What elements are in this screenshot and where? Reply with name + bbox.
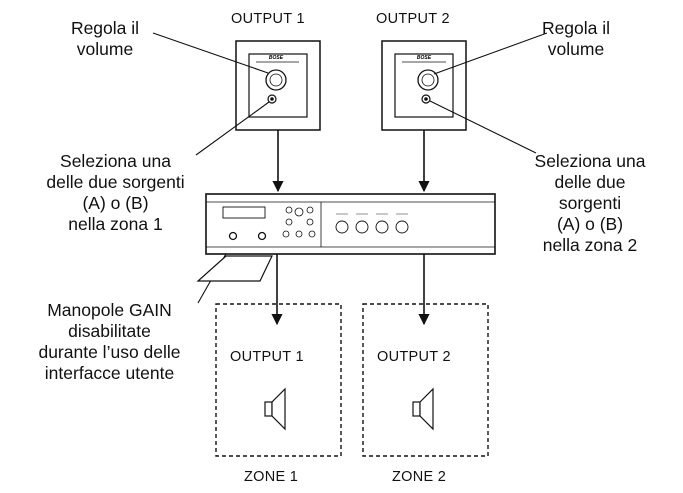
- leader-lines: [152, 32, 548, 304]
- zone-2-name: ZONE 2: [392, 469, 447, 485]
- output-knob-2[interactable]: [355, 220, 369, 234]
- zone-1-name: ZONE 1: [244, 469, 299, 485]
- adjust-right-line2: volume: [547, 39, 605, 59]
- gain-line1: Manopole GAIN: [47, 300, 172, 320]
- zone-1-output-label: OUTPUT 1: [230, 349, 304, 365]
- adjust-volume-label-left: Regola il volume: [50, 18, 160, 60]
- gain-line3: durante l’uso delle: [38, 342, 181, 362]
- adjust-left-line2: volume: [76, 39, 134, 59]
- gain-line4: interfacce utente: [44, 363, 175, 383]
- select-left-line2: delle due sorgenti: [46, 172, 185, 192]
- wall-control-panel-2: BOSE: [381, 40, 467, 131]
- adjust-left-line1: Regola il: [70, 18, 140, 38]
- gain-knob-2[interactable]: [257, 231, 267, 241]
- amplifier-unit: [196, 193, 496, 282]
- select-source-label-left: Seleziona una delle due sorgenti (A) o (…: [18, 151, 213, 235]
- gain-line2: disabilitate: [68, 321, 151, 341]
- zone-2-output-label: OUTPUT 2: [377, 349, 451, 365]
- volume-knob-1[interactable]: [265, 69, 287, 91]
- select-right-line4: (A) o (B): [556, 214, 624, 234]
- brand-logo-1: BOSE: [269, 55, 284, 61]
- output-knob-4[interactable]: [395, 220, 409, 234]
- adjust-right-line1: Regola il: [541, 18, 611, 38]
- select-left-line1: Seleziona una: [60, 151, 171, 171]
- zone-1-box: [215, 303, 342, 457]
- zone-2-box: [362, 303, 489, 457]
- output-knob-1[interactable]: [335, 220, 349, 234]
- select-left-line4: nella zona 1: [68, 214, 163, 234]
- select-source-label-right: Seleziona una delle due sorgenti (A) o (…: [515, 151, 665, 256]
- output-label-panel-1: OUTPUT 1: [231, 11, 305, 27]
- select-right-line5: nella zona 2: [542, 235, 638, 255]
- select-left-line3: (A) o (B): [82, 193, 149, 213]
- adjust-volume-label-right: Regola il volume: [521, 18, 631, 60]
- select-right-line2: delle due: [554, 172, 626, 192]
- speaker-icon-2: [412, 387, 434, 431]
- output-knob-3[interactable]: [375, 220, 389, 234]
- volume-knob-2[interactable]: [417, 69, 439, 91]
- speaker-icon-1: [264, 387, 286, 431]
- gain-knobs-label: Manopole GAIN disabilitate durante l’uso…: [12, 300, 207, 384]
- brand-logo-2: BOSE: [417, 55, 432, 61]
- select-right-line1: Seleziona una: [534, 151, 646, 171]
- amp-display: [222, 206, 266, 219]
- output-label-panel-2: OUTPUT 2: [376, 11, 450, 27]
- gain-knob-1[interactable]: [228, 231, 238, 241]
- select-right-line3: sorgenti: [558, 193, 622, 213]
- amp-front-flap: [196, 255, 273, 282]
